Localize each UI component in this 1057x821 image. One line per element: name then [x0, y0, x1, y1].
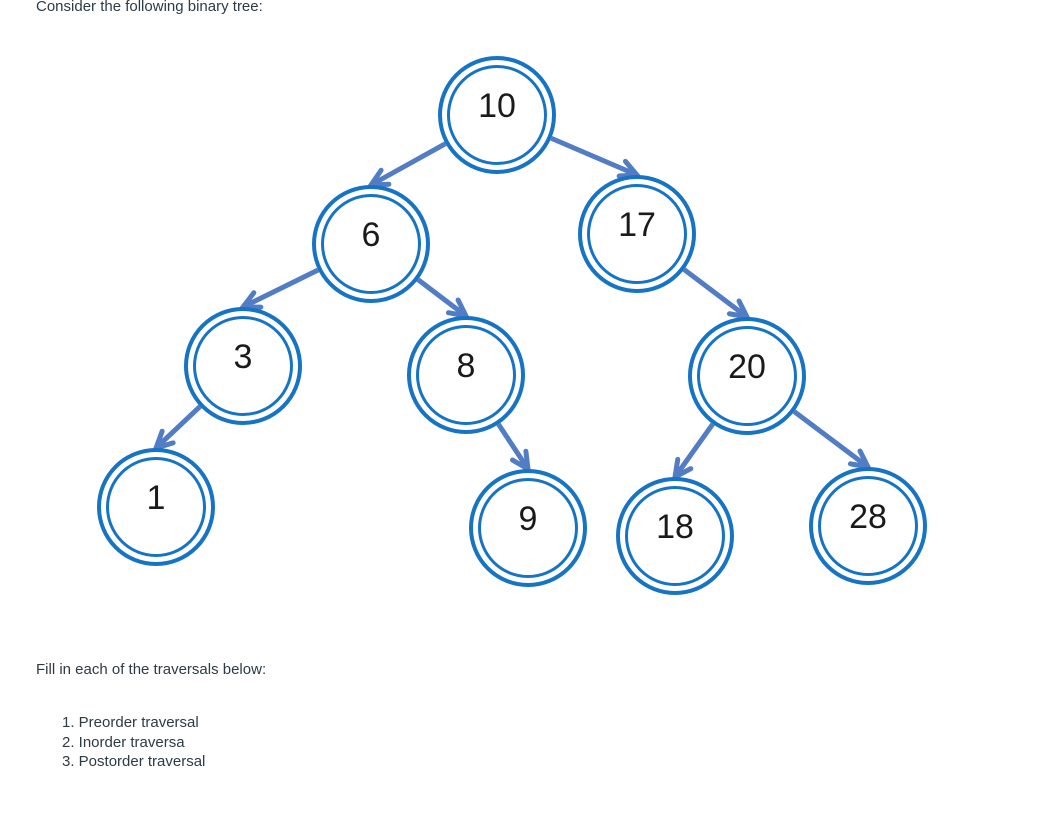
tree-node-value: 18 [656, 508, 694, 546]
list-item-postorder: 3. Postorder traversal [62, 753, 206, 770]
tree-node-18: 18 [616, 477, 734, 595]
tree-node-20: 20 [688, 317, 806, 435]
edge-6-8 [416, 277, 471, 320]
tree-node-10: 10 [438, 56, 556, 174]
tree-node-value: 1 [147, 479, 166, 517]
tree-node-6: 6 [312, 185, 430, 303]
list-item-inorder: 2. Inorder traversa [62, 733, 185, 751]
edge-17-20 [682, 267, 752, 321]
edge-20-28 [792, 409, 873, 471]
tree-node-value: 17 [618, 206, 656, 244]
tree-node-value: 9 [519, 500, 538, 538]
edge-6-3 [237, 267, 320, 310]
tree-node-9: 9 [469, 469, 587, 587]
traversals-instruction-text: Fill in each of the traversals below: [36, 661, 267, 678]
tree-node-value: 8 [457, 347, 476, 385]
tree-node-28: 28 [809, 467, 927, 585]
tree-node-17: 17 [578, 175, 696, 293]
tree-node-3: 3 [184, 307, 302, 425]
traversal-list: 1. Preorder traversal 2. Inorder travers… [62, 713, 205, 772]
edge-10-17 [550, 135, 643, 179]
tree-node-value: 20 [728, 348, 766, 386]
list-item-preorder: 1. Preorder traversal [62, 714, 199, 731]
edge-8-9 [496, 422, 532, 474]
tree-node-value: 6 [362, 216, 381, 254]
edge-3-1 [151, 404, 202, 452]
edge-10-6 [366, 141, 447, 188]
tree-node-8: 8 [407, 316, 525, 434]
question-intro-text: Consider the following binary tree: [36, 0, 263, 15]
tree-node-value: 3 [234, 338, 253, 376]
tree-node-1: 1 [97, 448, 215, 566]
tree-node-value: 10 [478, 87, 516, 125]
edge-20-18 [671, 422, 715, 482]
tree-node-value: 28 [849, 498, 887, 536]
